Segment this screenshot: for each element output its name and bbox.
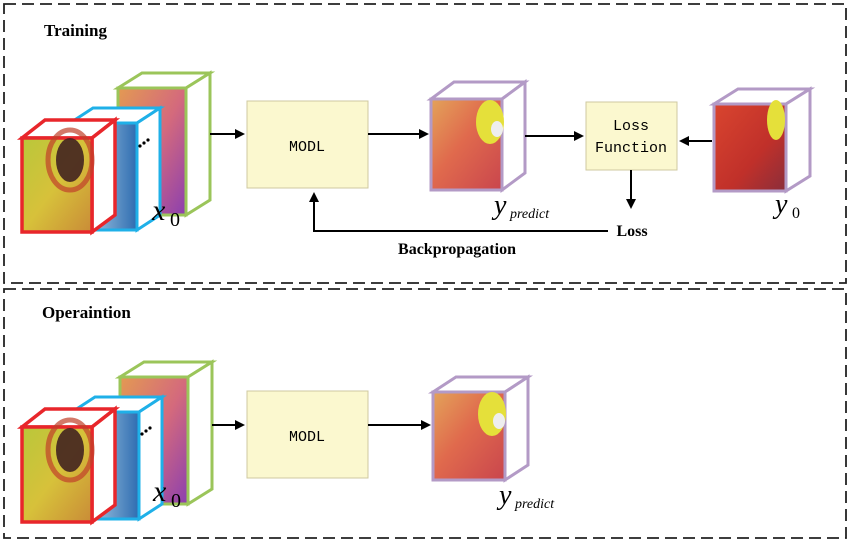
loss-function-line2: Function: [595, 140, 667, 157]
prediction-var: y: [491, 190, 507, 221]
operation-input-cube-stack: [16, 359, 218, 526]
target-sub: 0: [792, 205, 800, 222]
input-label: x 0: [151, 194, 180, 231]
stack-ellipsis: [138, 138, 150, 148]
operation-input-var: x: [152, 475, 167, 508]
backpropagation-arrow: [309, 192, 608, 232]
input-sub: 0: [170, 209, 180, 231]
input-cube-red: [16, 116, 121, 236]
input-cube-stack: [16, 70, 216, 236]
operation-prediction-sub: predict: [514, 497, 555, 512]
loss-label: Loss: [616, 223, 647, 240]
operation-model-box: MODL: [246, 390, 369, 479]
operation-input-cube-red: [16, 405, 121, 526]
target-cube: [708, 86, 816, 194]
operation-input-label: x 0: [152, 475, 181, 512]
target-var: y: [772, 189, 788, 220]
operation-prediction-var: y: [496, 480, 512, 511]
training-frame: [3, 3, 847, 284]
backpropagation-label: Backpropagation: [398, 241, 516, 258]
operation-model-label: MODL: [289, 429, 325, 446]
operation-prediction-label: y predict: [496, 480, 555, 512]
operation-section: Operaintion: [3, 288, 847, 539]
operation-frame: [3, 288, 847, 539]
prediction-sub: predict: [509, 207, 550, 222]
operation-stack-ellipsis: [140, 426, 152, 436]
training-section: Training: [3, 3, 847, 284]
model-label: MODL: [289, 139, 325, 156]
model-box: MODL: [246, 100, 369, 189]
prediction-cube: [426, 79, 530, 193]
operation-title: Operaintion: [42, 303, 131, 322]
training-title: Training: [44, 21, 107, 40]
input-var: x: [151, 194, 166, 227]
operation-input-sub: 0: [171, 490, 181, 512]
target-label: y 0: [772, 189, 800, 222]
loss-function-line1: Loss: [613, 118, 649, 135]
operation-prediction-cube: [427, 374, 534, 483]
prediction-label: y predict: [491, 190, 550, 222]
loss-function-box: Loss Function: [585, 101, 678, 171]
